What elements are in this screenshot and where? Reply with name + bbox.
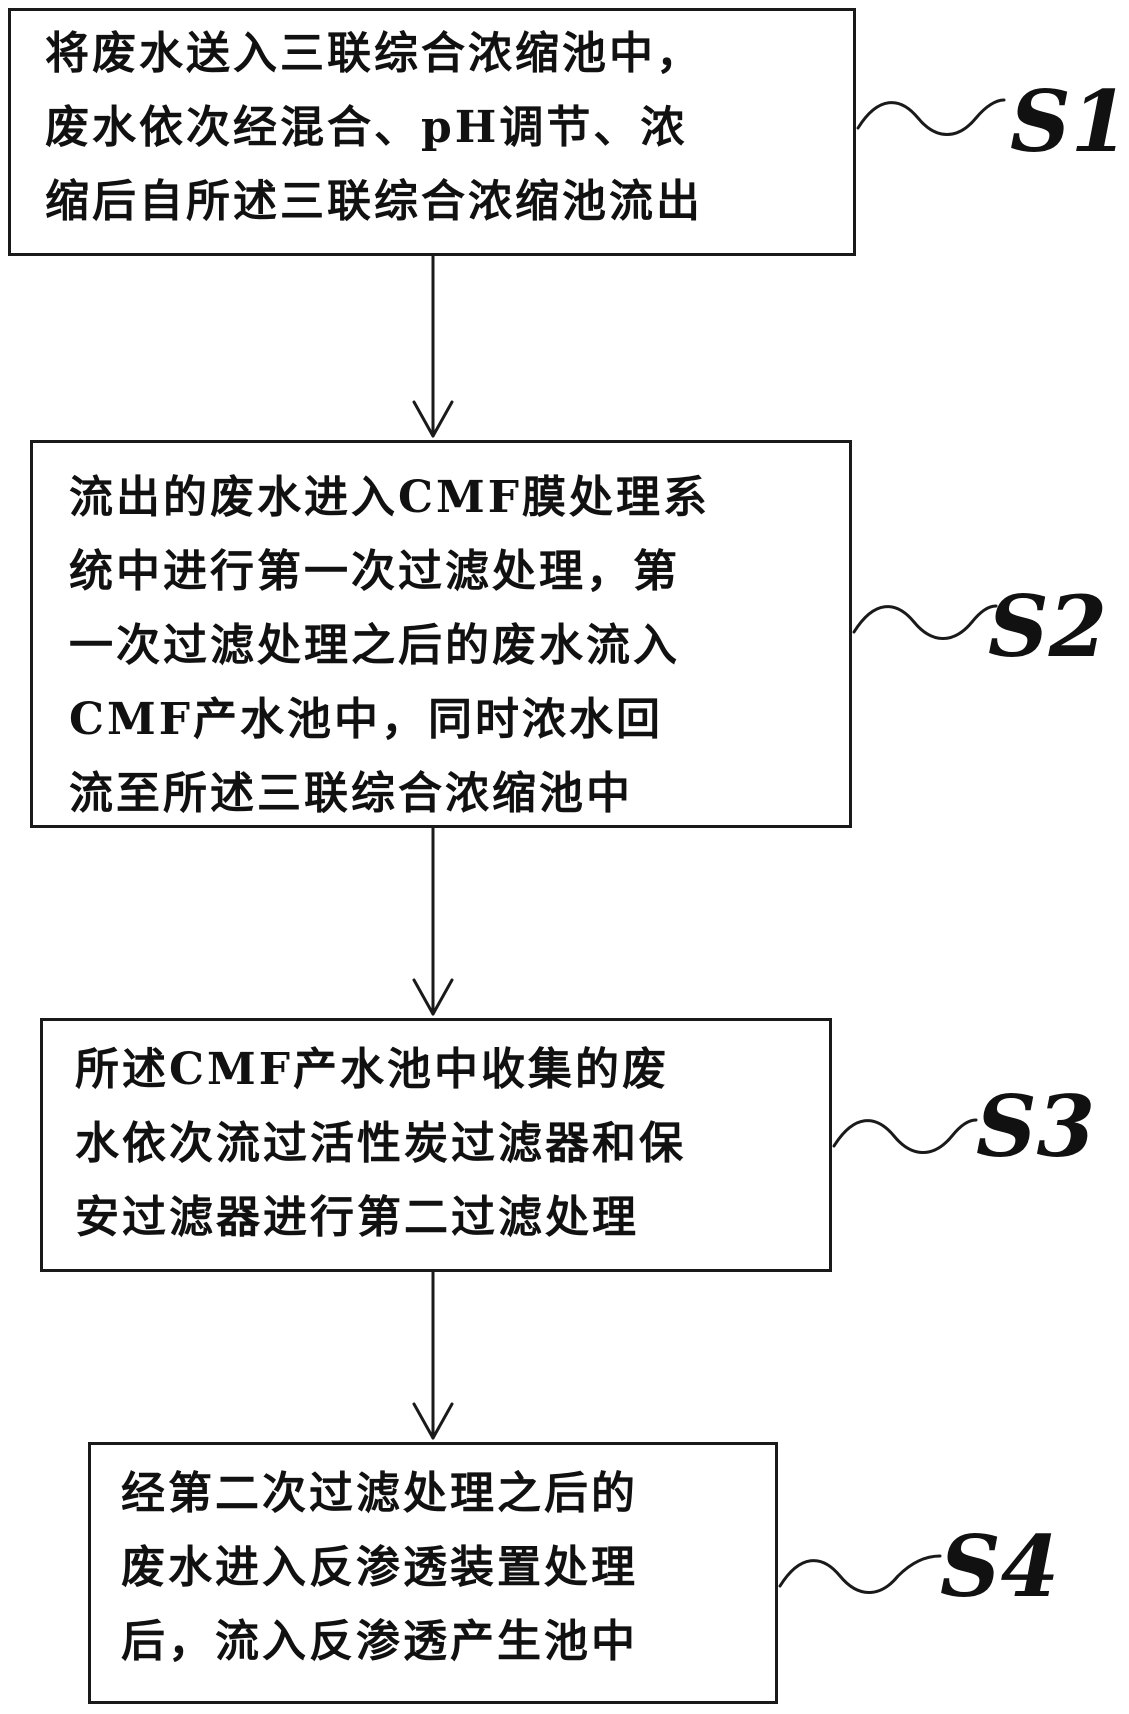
step-s4-line-3: 后，流入反渗透产生池中 bbox=[121, 1616, 638, 1667]
step-box-s4: 经第二次过滤处理之后的 废水进入反渗透装置处理 后，流入反渗透产生池中 bbox=[88, 1442, 778, 1704]
flowchart-connectors bbox=[412, 98, 1006, 1594]
step-s3-line-1: 所述CMF产水池中收集的废 bbox=[75, 1044, 669, 1095]
step-label-s1: S1 bbox=[1010, 72, 1129, 171]
step-box-s2: 流出的废水进入CMF膜处理系 统中进行第一次过滤处理，第 一次过滤处理之后的废水… bbox=[30, 440, 852, 828]
arrow-s2-s3-head bbox=[412, 978, 454, 1016]
step-s3-line-2: 水依次流过活性炭过滤器和保 bbox=[75, 1118, 686, 1169]
arrow-s1-s2-head bbox=[412, 400, 454, 438]
step-s1-line-2: 废水依次经混合、pH调节、浓 bbox=[45, 102, 688, 153]
leader-s3 bbox=[832, 1118, 978, 1154]
step-text-s1: 将废水送入三联综合浓缩池中， 废水依次经混合、pH调节、浓 缩后自所述三联综合浓… bbox=[11, 11, 853, 239]
step-label-s3: S3 bbox=[976, 1077, 1096, 1176]
leader-s4 bbox=[778, 1554, 942, 1594]
step-text-s2: 流出的废水进入CMF膜处理系 统中进行第一次过滤处理，第 一次过滤处理之后的废水… bbox=[33, 443, 849, 831]
step-s4-line-2: 废水进入反渗透装置处理 bbox=[121, 1542, 638, 1593]
step-s1-line-3: 缩后自所述三联综合浓缩池流出 bbox=[45, 176, 703, 227]
leader-s2 bbox=[852, 604, 998, 640]
leader-s1 bbox=[856, 98, 1006, 136]
step-s4-line-1: 经第二次过滤处理之后的 bbox=[121, 1468, 638, 1519]
step-label-s2: S2 bbox=[988, 577, 1108, 676]
step-text-s3: 所述CMF产水池中收集的废 水依次流过活性炭过滤器和保 安过滤器进行第二过滤处理 bbox=[43, 1021, 829, 1255]
step-s1-line-1: 将废水送入三联综合浓缩池中， bbox=[45, 28, 703, 79]
step-s2-line-5: 流至所述三联综合浓缩池中 bbox=[69, 768, 633, 819]
step-label-s4: S4 bbox=[940, 1517, 1060, 1616]
step-s2-line-1: 流出的废水进入CMF膜处理系 bbox=[69, 472, 710, 523]
step-box-s3: 所述CMF产水池中收集的废 水依次流过活性炭过滤器和保 安过滤器进行第二过滤处理 bbox=[40, 1018, 832, 1272]
step-box-s1: 将废水送入三联综合浓缩池中， 废水依次经混合、pH调节、浓 缩后自所述三联综合浓… bbox=[8, 8, 856, 256]
step-text-s4: 经第二次过滤处理之后的 废水进入反渗透装置处理 后，流入反渗透产生池中 bbox=[91, 1445, 775, 1679]
step-s2-line-4: CMF产水池中，同时浓水回 bbox=[69, 694, 663, 745]
step-s2-line-3: 一次过滤处理之后的废水流入 bbox=[69, 620, 680, 671]
step-s3-line-3: 安过滤器进行第二过滤处理 bbox=[75, 1192, 639, 1243]
arrow-s3-s4-head bbox=[412, 1402, 454, 1440]
step-s2-line-2: 统中进行第一次过滤处理，第 bbox=[69, 546, 680, 597]
